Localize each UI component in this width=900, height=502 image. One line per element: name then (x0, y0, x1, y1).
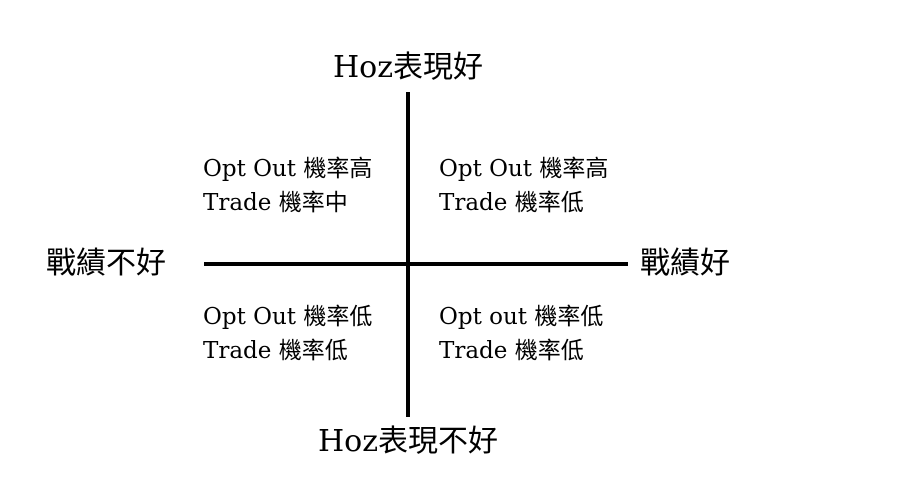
quadrant-top-left-line2: Trade 機率中 (203, 190, 348, 216)
quadrant-bottom-left-line2: Trade 機率低 (203, 338, 348, 364)
quadrant-bottom-left: Opt Out 機率低 Trade 機率低 (203, 300, 372, 368)
quadrant-bottom-left-line1: Opt Out 機率低 (203, 304, 373, 330)
quadrant-top-right-line2: Trade 機率低 (439, 190, 584, 216)
quadrant-bottom-right: Opt out 機率低 Trade 機率低 (439, 300, 603, 368)
quadrant-top-left-line1: Opt Out 機率高 (203, 156, 373, 182)
quadrant-top-right-line1: Opt Out 機率高 (439, 156, 609, 182)
axis-label-bottom: Hoz表現不好 (317, 424, 499, 459)
quadrant-top-right: Opt Out 機率高 Trade 機率低 (439, 152, 608, 220)
quadrant-top-left: Opt Out 機率高 Trade 機率中 (203, 152, 372, 220)
quadrant-bottom-right-line2: Trade 機率低 (439, 338, 584, 364)
horizontal-axis (204, 262, 628, 266)
axis-label-left: 戰績不好 (46, 246, 166, 281)
quadrant-bottom-right-line1: Opt out 機率低 (439, 304, 604, 330)
axis-label-top: Hoz表現好 (332, 50, 484, 85)
vertical-axis (406, 92, 410, 417)
axis-label-right: 戰績好 (640, 246, 730, 281)
